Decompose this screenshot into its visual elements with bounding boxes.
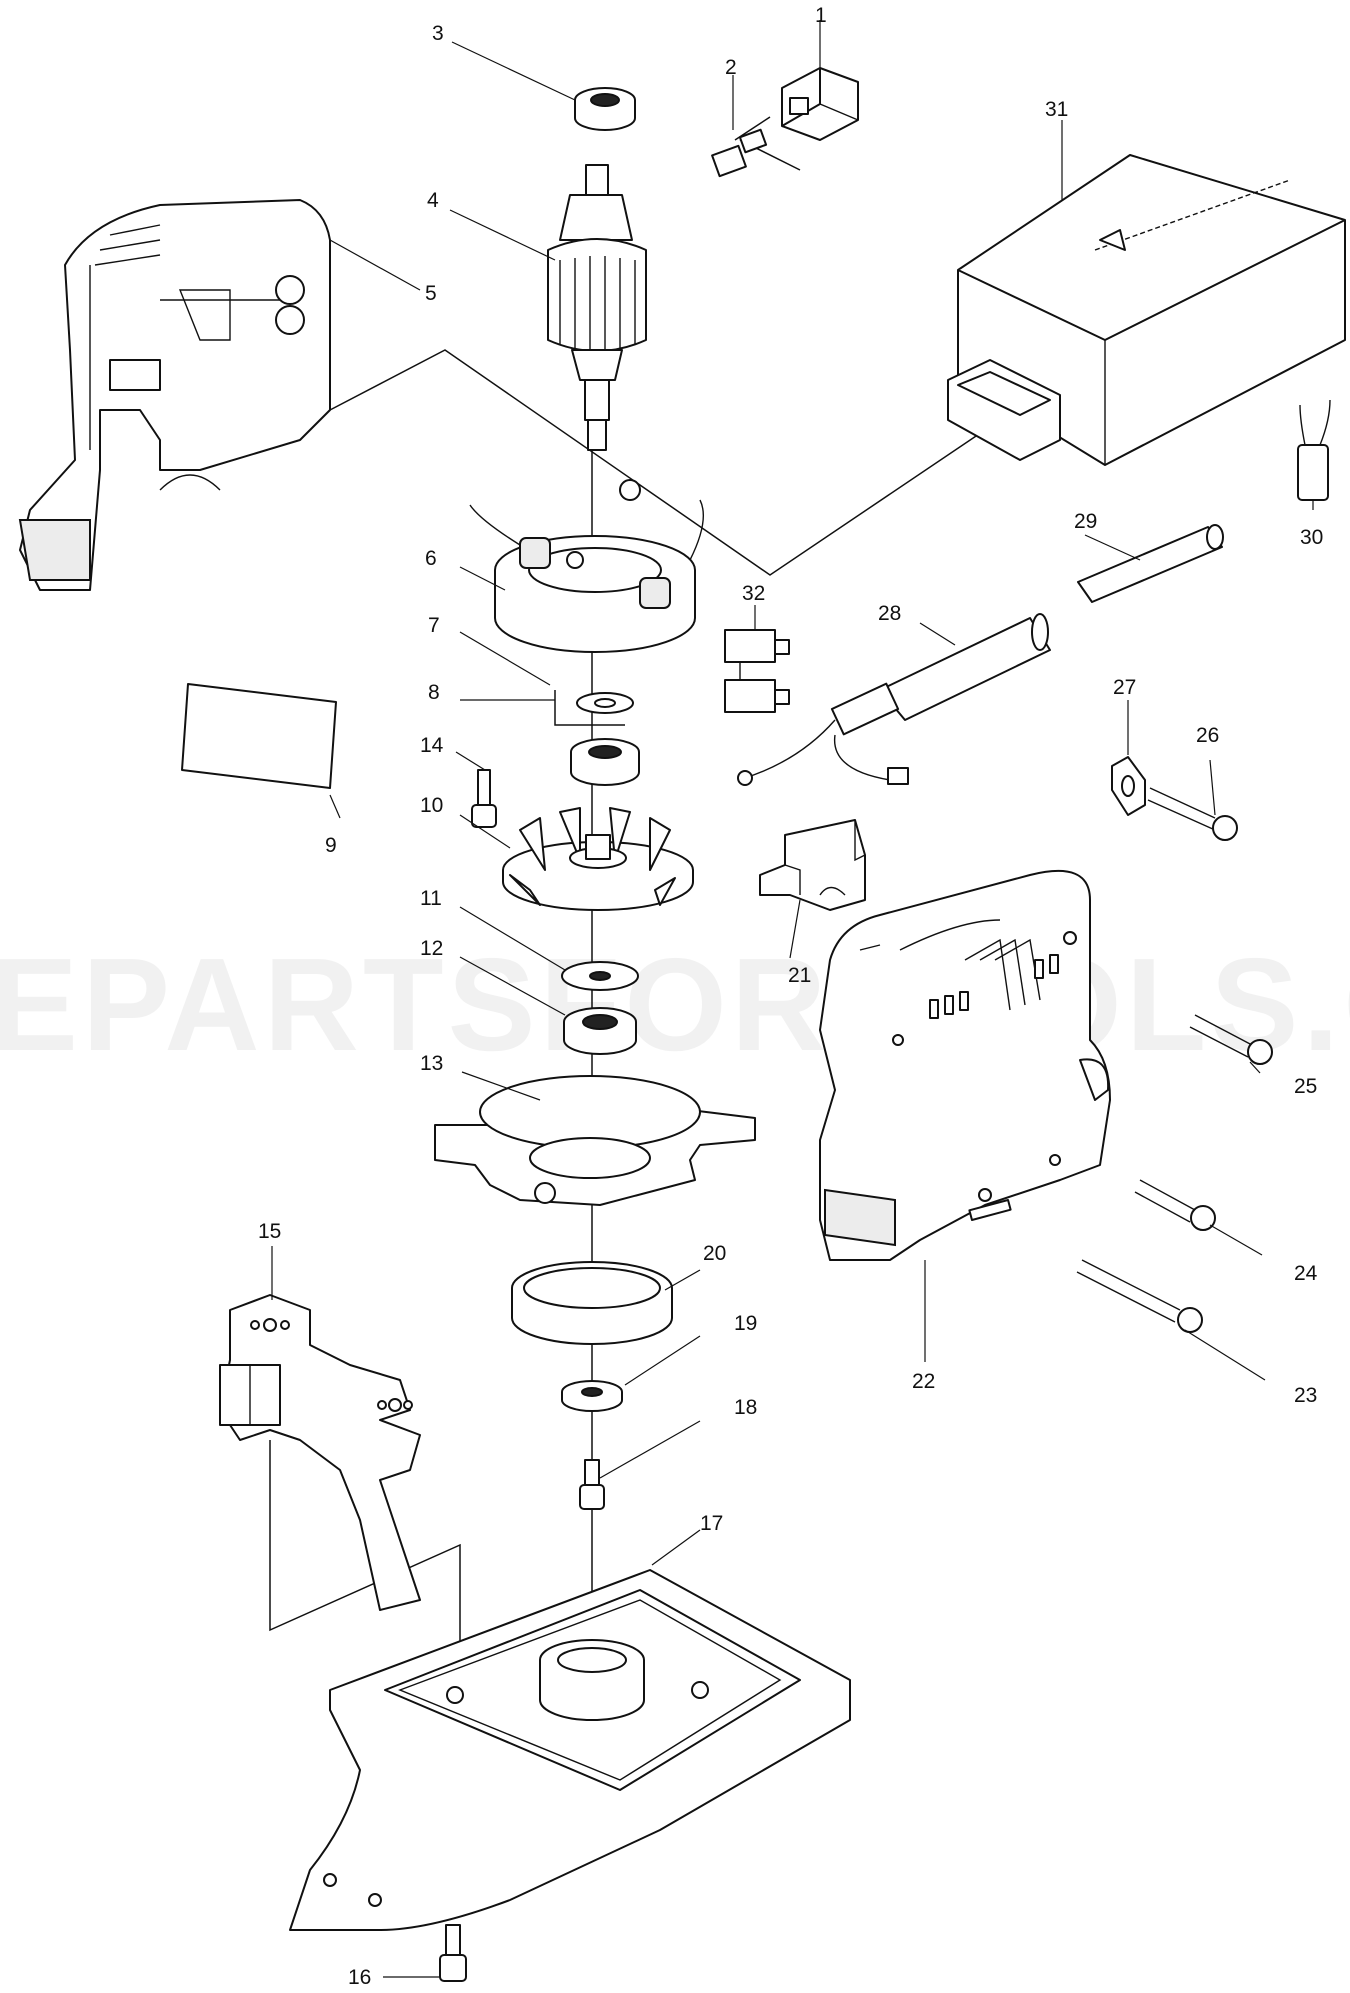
callout-29: 29 xyxy=(1074,510,1097,533)
callout-14: 14 xyxy=(420,734,444,757)
callout-30: 30 xyxy=(1300,526,1323,549)
part-27-cord-clamp xyxy=(1111,756,1146,816)
part-25-screw xyxy=(1189,1014,1273,1065)
callout-23: 23 xyxy=(1294,1384,1317,1407)
callout-9: 9 xyxy=(325,834,337,857)
callout-12: 12 xyxy=(420,937,443,960)
part-12-bearing xyxy=(563,1007,637,1055)
callout-21: 21 xyxy=(788,964,811,987)
callout-22: 22 xyxy=(912,1370,935,1393)
callout-20: 20 xyxy=(703,1242,726,1265)
part-7-washer xyxy=(576,692,634,714)
part-2-carbon-brush xyxy=(711,128,768,178)
part-13-bearing-box xyxy=(434,1075,756,1206)
callout-11: 11 xyxy=(420,887,442,910)
part-29-cord xyxy=(1077,524,1224,603)
callout-5: 5 xyxy=(425,282,437,305)
part-20-ring xyxy=(511,1261,673,1345)
callout-13: 13 xyxy=(420,1052,443,1075)
part-10-fan xyxy=(502,807,694,911)
part-23-screw xyxy=(1076,1259,1203,1333)
part-21-switch-lever xyxy=(759,819,866,911)
part-4-armature xyxy=(547,164,647,451)
part-24-screw xyxy=(1134,1179,1216,1231)
callout-25: 25 xyxy=(1294,1075,1317,1098)
leader-lines xyxy=(271,20,1314,1978)
part-3-bearing xyxy=(574,87,636,131)
part-1-brush-holder xyxy=(781,67,859,141)
callout-1: 1 xyxy=(815,4,827,27)
part-26-screw xyxy=(1147,787,1238,841)
part-22-handle-housing xyxy=(819,869,1111,1261)
part-6-field xyxy=(469,479,705,653)
part-14-screw xyxy=(471,769,497,828)
part-17-base-pad xyxy=(289,1569,851,1931)
part-31-dust-box xyxy=(947,154,1346,466)
callout-18: 18 xyxy=(734,1396,757,1419)
watermark: EPARTSFORTOOLS.CO xyxy=(0,931,1350,1078)
callout-4: 4 xyxy=(427,189,439,212)
part-19-washer xyxy=(561,1380,623,1412)
callout-27: 27 xyxy=(1113,676,1136,699)
part-number-labels: 1 2 3 4 5 6 7 8 9 10 11 12 13 14 15 16 1… xyxy=(258,4,1323,1989)
callout-6: 6 xyxy=(425,547,437,570)
part-11-washer xyxy=(561,961,639,991)
part-9-label xyxy=(181,683,337,789)
callout-24: 24 xyxy=(1294,1262,1318,1285)
part-30-capacitor xyxy=(1297,399,1331,501)
callout-8: 8 xyxy=(428,681,440,704)
callout-16: 16 xyxy=(348,1966,371,1989)
callout-15: 15 xyxy=(258,1220,281,1243)
callout-7: 7 xyxy=(428,614,440,637)
part-32-switch xyxy=(724,629,790,713)
callout-10: 10 xyxy=(420,794,443,817)
callout-28: 28 xyxy=(878,602,901,625)
callout-2: 2 xyxy=(725,56,737,79)
part-8-bearing xyxy=(570,738,640,786)
part-5-motor-housing xyxy=(18,199,331,591)
part-15-link xyxy=(219,1294,421,1611)
part-18-screw xyxy=(579,1459,605,1510)
part-28-cord-guard xyxy=(737,613,1051,786)
callout-19: 19 xyxy=(734,1312,757,1335)
callout-26: 26 xyxy=(1196,724,1219,747)
callout-32: 32 xyxy=(742,582,765,605)
callout-31: 31 xyxy=(1045,98,1068,121)
part-16-screw xyxy=(439,1924,467,1982)
callout-3: 3 xyxy=(432,22,444,45)
callout-17: 17 xyxy=(700,1512,723,1535)
